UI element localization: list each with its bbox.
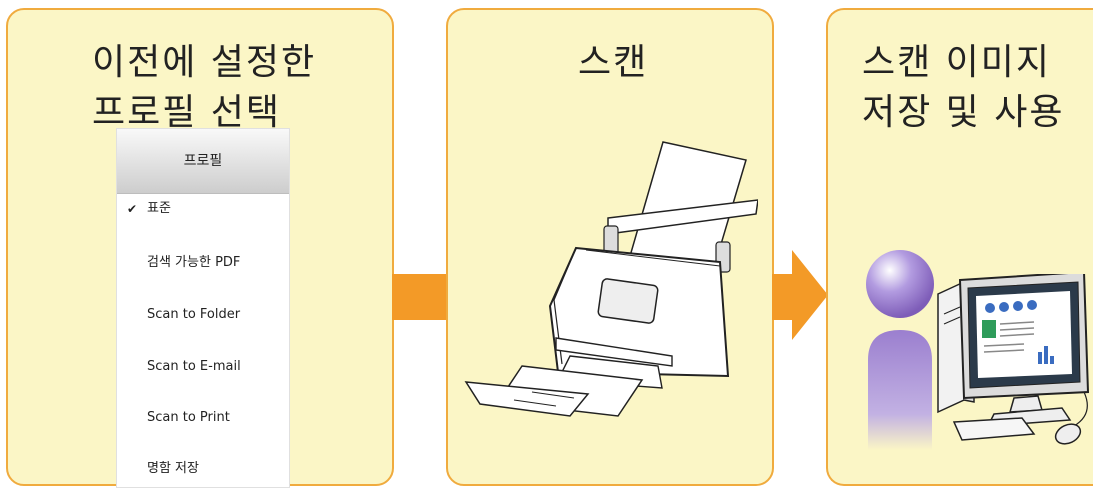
step-panel-save-and-use: 스캔 이미지 저장 및 사용	[826, 8, 1093, 486]
profile-menu-item[interactable]: Scan to E-mail	[117, 353, 289, 381]
profile-menu-item[interactable]: 검색 가능한 PDF	[117, 249, 289, 277]
step-title-line2: 저장 및 사용	[862, 92, 1065, 133]
computer-icon	[937, 274, 1090, 445]
profile-menu-item-label: 명함 저장	[147, 461, 199, 476]
profile-menu-item[interactable]: ✔ 표준	[117, 195, 289, 223]
step-title-line1: 스캔	[578, 42, 649, 83]
scanner-icon	[464, 141, 758, 417]
profile-menu-item[interactable]: Scan to Print	[117, 404, 289, 432]
step-title: 스캔	[578, 38, 648, 88]
profile-menu-item-label: 표준	[147, 201, 171, 216]
profile-menu-header: 프로필	[117, 129, 289, 194]
flow-arrow-icon	[772, 250, 828, 340]
profile-menu-item-label: Scan to Folder	[147, 307, 241, 322]
profile-menu-item[interactable]: Scan to Folder	[117, 301, 289, 329]
profile-menu-item-label: 검색 가능한 PDF	[147, 255, 241, 270]
step-title-line2: 프로필 선택	[92, 92, 282, 133]
profile-menu: 프로필 ✔ 표준 검색 가능한 PDF Scan to Folder Scan …	[116, 128, 290, 488]
step-panel-scan: 스캔	[446, 8, 774, 486]
step-title: 이전에 설정한 프로필 선택	[92, 38, 316, 138]
step-panel-select-profile: 이전에 설정한 프로필 선택 프로필 ✔ 표준 검색 가능한 PDF Scan …	[6, 8, 394, 488]
profile-menu-item[interactable]: 명함 저장	[117, 455, 289, 483]
step-title-line1: 이전에 설정한	[92, 42, 317, 83]
check-icon: ✔	[127, 202, 138, 216]
person-icon	[866, 250, 934, 450]
flow-arrow-icon	[392, 274, 448, 320]
step-title: 스캔 이미지 저장 및 사용	[862, 38, 1065, 138]
step-title-line1: 스캔 이미지	[862, 42, 1052, 83]
profile-menu-item-label: Scan to E-mail	[147, 359, 241, 374]
profile-menu-item-label: Scan to Print	[147, 410, 230, 425]
